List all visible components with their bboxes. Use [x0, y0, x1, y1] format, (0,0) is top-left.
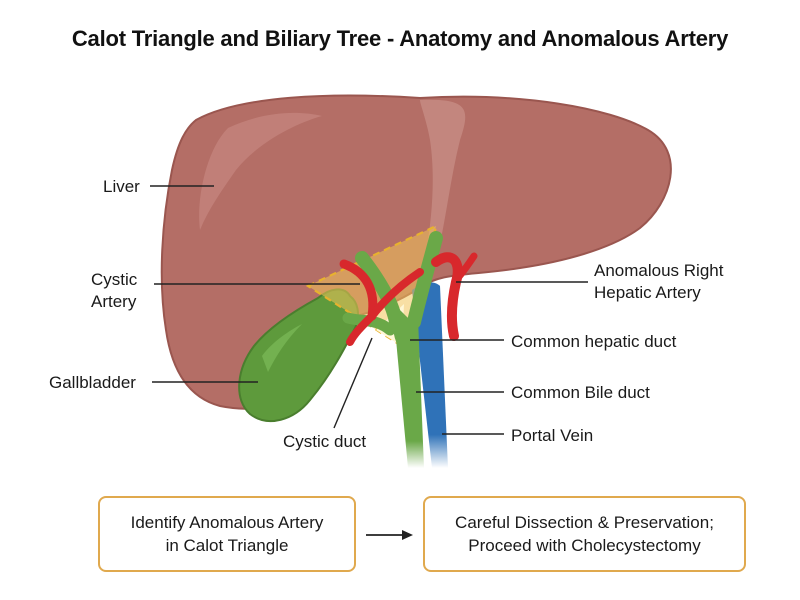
- flow-step-identify-line1: Identify Anomalous Artery: [130, 513, 324, 532]
- page-title: Calot Triangle and Biliary Tree - Anatom…: [71, 26, 729, 51]
- artery-shapes: [339, 252, 478, 346]
- flow-arrow: [366, 530, 413, 540]
- portal-vein-shape: [412, 282, 448, 468]
- label-anomalous-artery-2: Hepatic Artery: [594, 283, 701, 302]
- leader-cystic-duct: [333, 337, 373, 429]
- label-cystic-duct: Cystic duct: [283, 432, 366, 451]
- label-liver: Liver: [103, 177, 140, 196]
- gallbladder-shape: [238, 288, 359, 423]
- label-gallbladder: Gallbladder: [49, 373, 136, 392]
- label-portal-vein: Portal Vein: [511, 426, 593, 445]
- label-anomalous-artery-1: Anomalous Right: [594, 261, 724, 280]
- flow-step-identify: Identify Anomalous Artery in Calot Trian…: [98, 496, 356, 572]
- flow-step-dissection-line1: Careful Dissection & Preservation;: [455, 513, 714, 532]
- label-common-bile-duct: Common Bile duct: [511, 383, 650, 402]
- label-common-hepatic-duct: Common hepatic duct: [511, 332, 677, 351]
- label-cystic-artery-1: Cystic: [91, 270, 138, 289]
- label-cystic-artery-2: Artery: [91, 292, 137, 311]
- flow-step-identify-line2: in Calot Triangle: [165, 536, 289, 555]
- bile-duct-shape: [342, 231, 443, 468]
- flow-step-dissection: Careful Dissection & Preservation; Proce…: [423, 496, 746, 572]
- flow-step-dissection-line2: Proceed with Cholecystectomy: [468, 536, 701, 555]
